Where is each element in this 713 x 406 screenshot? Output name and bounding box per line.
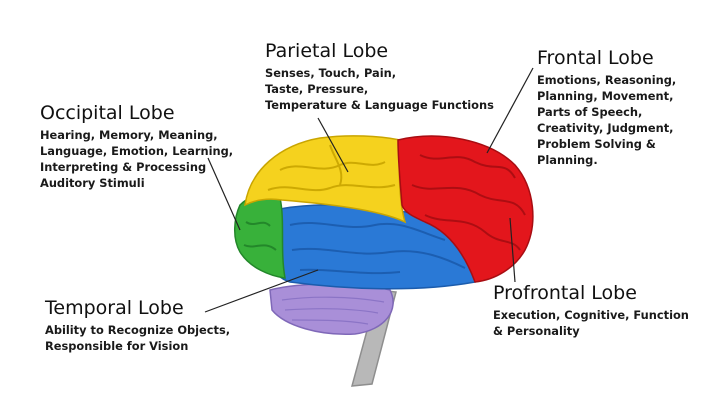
frontal-description: Emotions, Reasoning, Planning, Movement,… [537, 72, 676, 168]
prefrontal-desc-line: Execution, Cognitive, Function [493, 308, 689, 322]
prefrontal-description: Execution, Cognitive, Function & Persona… [493, 307, 689, 339]
leader-line-occipital [207, 157, 241, 231]
leader-line-parietal [317, 117, 349, 173]
frontal-desc-line: Creativity, Judgment, [537, 121, 674, 135]
parietal-desc-line: Taste, Pressure, [265, 82, 369, 96]
temporal-desc-line: Responsible for Vision [45, 339, 189, 353]
occipital-description: Hearing, Memory, Meaning, Language, Emot… [40, 127, 233, 191]
temporal-title: Temporal Lobe [45, 297, 184, 319]
occipital-lobe [234, 194, 286, 279]
prefrontal-label: Profrontal Lobe Execution, Cognitive, Fu… [493, 282, 689, 339]
prefrontal-desc-line: & Personality [493, 324, 580, 338]
occipital-desc-line: Interpreting & Processing [40, 160, 207, 174]
parietal-title: Parietal Lobe [265, 40, 389, 62]
parietal-label: Parietal Lobe Senses, Touch, Pain, Taste… [265, 40, 494, 113]
occipital-desc-line: Auditory Stimuli [40, 176, 145, 190]
frontal-label: Frontal Lobe Emotions, Reasoning, Planni… [537, 47, 676, 168]
temporal-desc-line: Ability to Recognize Objects, [45, 323, 231, 337]
occipital-desc-line: Hearing, Memory, Meaning, [40, 128, 218, 142]
frontal-lobe [397, 135, 534, 283]
occipital-label: Occipital Lobe Hearing, Memory, Meaning,… [40, 102, 233, 191]
leader-line-frontal [486, 67, 534, 154]
temporal-description: Ability to Recognize Objects, Responsibl… [45, 322, 230, 354]
frontal-desc-line: Emotions, Reasoning, [537, 73, 677, 87]
temporal-label: Temporal Lobe Ability to Recognize Objec… [45, 297, 230, 354]
occipital-desc-line: Language, Emotion, Learning, [40, 144, 234, 158]
frontal-desc-line: Planning, Movement, [537, 89, 674, 103]
occipital-title: Occipital Lobe [40, 102, 175, 124]
frontal-desc-line: Parts of Speech, [537, 105, 643, 119]
parietal-desc-line: Senses, Touch, Pain, [265, 66, 397, 80]
prefrontal-title: Profrontal Lobe [493, 282, 637, 304]
parietal-desc-line: Temperature & Language Functions [265, 98, 494, 112]
leader-line-prefrontal [509, 217, 516, 283]
frontal-desc-line: Problem Solving & [537, 137, 656, 151]
frontal-title: Frontal Lobe [537, 47, 654, 69]
parietal-description: Senses, Touch, Pain, Taste, Pressure, Te… [265, 65, 494, 113]
leader-line-temporal [204, 269, 319, 313]
frontal-desc-line: Planning. [537, 153, 598, 167]
